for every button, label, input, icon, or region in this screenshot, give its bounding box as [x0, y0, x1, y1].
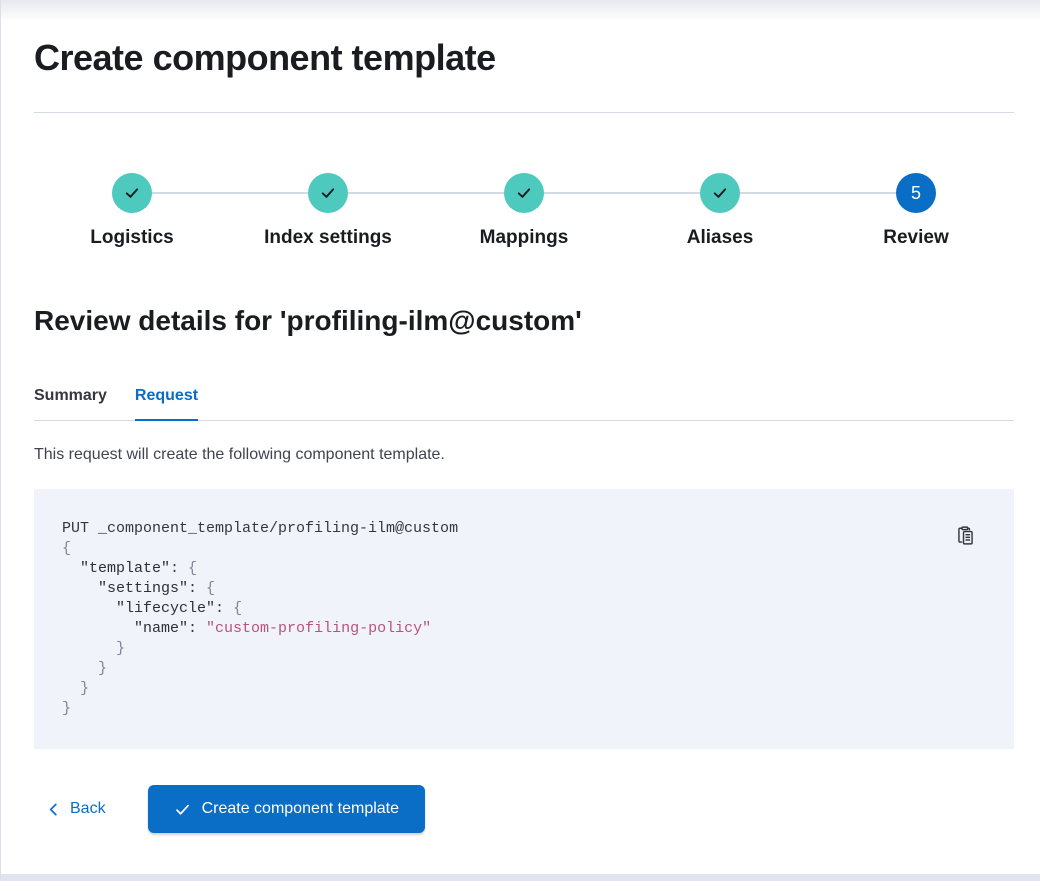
step-number-badge: 5 — [896, 173, 936, 213]
step-aliases[interactable]: Aliases — [622, 173, 818, 249]
code-line: "lifecycle": { — [116, 600, 243, 617]
bottom-page-edge — [1, 874, 1040, 881]
step-index-settings[interactable]: Index settings — [230, 173, 426, 249]
request-description: This request will create the following c… — [34, 446, 445, 463]
tabs: Summary Request — [34, 387, 1014, 421]
code-line: "template": { — [80, 560, 198, 577]
step-label: Review — [883, 227, 949, 248]
tab-request[interactable]: Request — [134, 387, 199, 421]
code-line: "settings": { — [98, 580, 216, 597]
footer-actions: Back Create component template — [34, 785, 1014, 833]
chevron-left-icon — [46, 802, 61, 817]
step-complete-check-icon — [308, 173, 348, 213]
request-code-block: PUT _component_template/profiling-ilm@cu… — [34, 489, 1014, 749]
code-lines: PUT _component_template/profiling-ilm@cu… — [62, 519, 986, 719]
create-component-template-button[interactable]: Create component template — [147, 785, 426, 833]
code-line: } — [62, 700, 72, 717]
copy-to-clipboard-button[interactable] — [953, 523, 978, 548]
step-complete-check-icon — [112, 173, 152, 213]
step-label: Logistics — [90, 227, 174, 248]
code-line: PUT _component_template/profiling-ilm@cu… — [62, 520, 459, 537]
step-label: Aliases — [686, 227, 754, 248]
code-line: } — [62, 640, 126, 657]
step-label: Mappings — [479, 227, 569, 248]
code-line: "name": "custom-profiling-policy" — [134, 620, 432, 637]
tab-summary[interactable]: Summary — [34, 387, 107, 420]
code-line: { — [62, 540, 72, 557]
step-complete-check-icon — [700, 173, 740, 213]
title-divider — [34, 112, 1014, 113]
code-line: } — [62, 660, 108, 677]
page-content: Create component template Logistics Index… — [1, 0, 1040, 833]
copy-clipboard-icon — [955, 526, 976, 549]
step-mappings[interactable]: Mappings — [426, 173, 622, 249]
back-button[interactable]: Back — [46, 800, 106, 818]
step-logistics[interactable]: Logistics — [34, 173, 230, 249]
page-title: Create component template — [34, 37, 496, 78]
create-button-label: Create component template — [201, 800, 400, 817]
review-heading: Review details for 'profiling-ilm@custom… — [34, 305, 582, 336]
step-complete-check-icon — [504, 173, 544, 213]
step-label: Index settings — [264, 227, 392, 248]
check-icon — [174, 801, 191, 818]
back-button-label: Back — [70, 800, 106, 817]
code-line: } — [62, 680, 90, 697]
